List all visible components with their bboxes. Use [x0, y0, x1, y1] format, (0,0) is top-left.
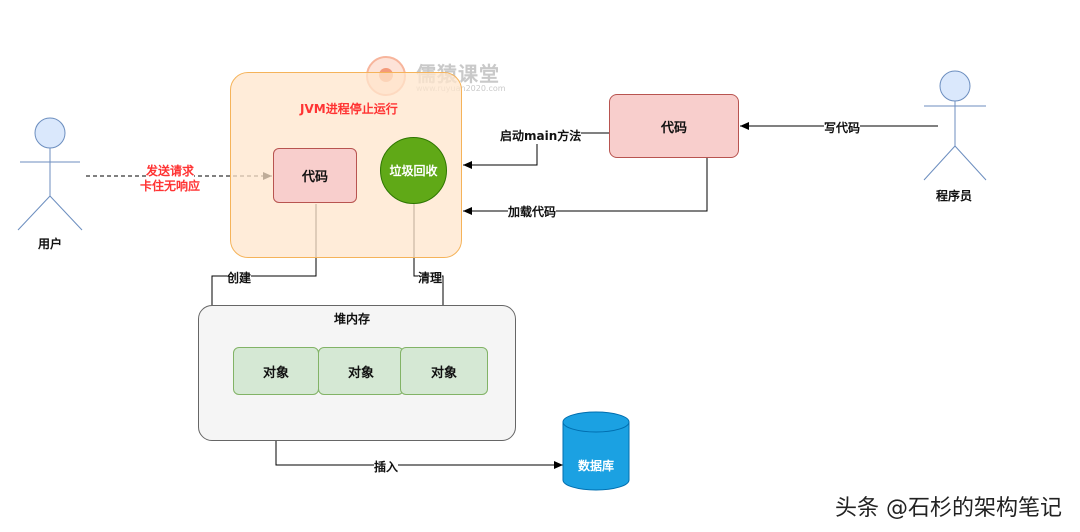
- footer-signature: 头条 @石杉的架构笔记: [835, 496, 1062, 521]
- programmer-actor-icon: [923, 70, 987, 181]
- jvm-title: JVM进程停止运行: [300, 102, 398, 116]
- heap-object-2: 对象: [318, 347, 404, 395]
- heap-object-1: 对象: [233, 347, 319, 395]
- request-label-line2: 卡住无响应: [140, 177, 201, 194]
- insert-label: 插入: [374, 458, 399, 475]
- programmer-code-box: 代码: [609, 94, 739, 158]
- heap-title: 堆内存: [334, 312, 371, 326]
- jvm-code-box: 代码: [273, 148, 357, 203]
- gc-circle: 垃圾回收: [380, 137, 447, 204]
- write-code-label: 写代码: [824, 119, 861, 136]
- heap-object-3: 对象: [400, 347, 488, 395]
- load-code-arrow: [463, 158, 708, 215]
- database-icon: [562, 411, 630, 491]
- user-label: 用户: [38, 235, 63, 252]
- request-label-line1: 发送请求: [146, 162, 195, 179]
- create-label: 创建: [227, 269, 252, 286]
- user-actor-icon: [17, 117, 83, 231]
- clean-label: 清理: [418, 269, 443, 286]
- start-main-label: 启动main方法: [500, 127, 582, 144]
- load-code-label: 加载代码: [508, 203, 557, 220]
- programmer-label: 程序员: [936, 187, 973, 204]
- database-label: 数据库: [577, 459, 614, 473]
